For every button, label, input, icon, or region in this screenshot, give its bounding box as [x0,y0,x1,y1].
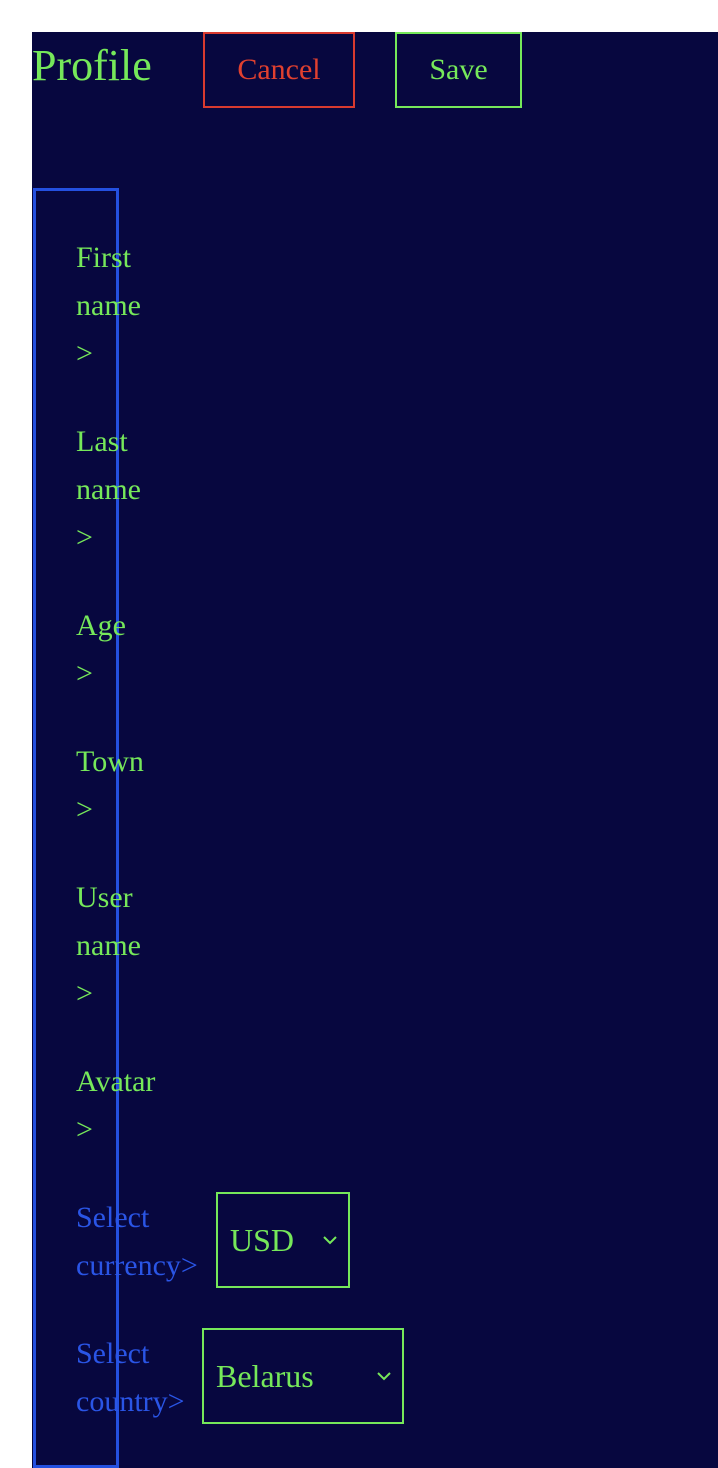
field-town[interactable]: Town > [76,738,166,834]
field-label-line: name [76,473,141,506]
field-age[interactable]: Age > [76,602,166,698]
currency-label: Select currency> [76,1194,216,1290]
cancel-button[interactable]: Cancel [203,32,355,108]
profile-panel: Profile Cancel Save First name > Last na… [32,32,718,1468]
field-last-name[interactable]: Last name > [76,418,166,562]
field-arrow: > [76,657,93,690]
currency-select[interactable]: USD [216,1192,350,1288]
field-first-name[interactable]: First name > [76,234,166,378]
field-label-line: Town [76,745,144,778]
country-select[interactable]: Belarus [202,1328,404,1424]
field-arrow: > [76,1113,93,1146]
form-column-border [33,188,119,1468]
field-label-line: name [76,929,141,962]
chevron-down-icon [323,1236,337,1245]
currency-selected-value: USD [230,1221,295,1258]
field-label-line: First [76,241,132,274]
field-label-line: name [76,289,141,322]
field-arrow: > [76,337,93,370]
country-label-line2: country> [76,1385,185,1418]
chevron-down-icon [377,1372,391,1381]
field-label-line: Age [76,609,126,642]
currency-label-line2: currency> [76,1249,198,1282]
country-label: Select country> [76,1330,216,1426]
field-arrow: > [76,793,93,826]
field-avatar[interactable]: Avatar > [76,1058,166,1154]
country-selected-value: Belarus [216,1357,314,1394]
field-label-line: User [76,881,133,914]
page-title: Profile [32,41,152,90]
field-arrow: > [76,521,93,554]
field-user-name[interactable]: User name > [76,874,166,1018]
field-label-line: Avatar [76,1065,156,1098]
country-label-line1: Select [76,1337,150,1370]
save-button[interactable]: Save [395,32,522,108]
field-arrow: > [76,977,93,1010]
field-label-line: Last [76,425,128,458]
currency-label-line1: Select [76,1201,150,1234]
